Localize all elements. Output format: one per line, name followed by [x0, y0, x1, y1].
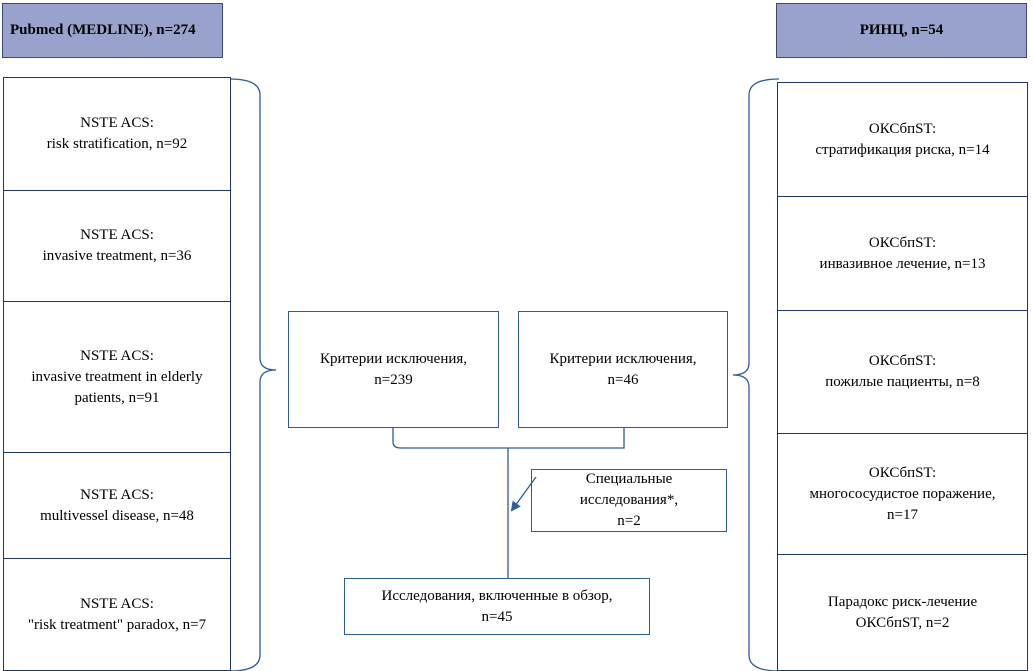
box-line: NSTE ACS:: [80, 115, 154, 131]
box-line: многососудистое поражение,: [809, 485, 996, 502]
box-line: ОКСбпST:: [868, 464, 937, 481]
rinc-box-paradox: Парадокс риск-лечение ОКСбпST, n=2: [777, 554, 1028, 671]
rinc-box-invasive-treatment: ОКСбпST: инвазивное лечение, n=13: [777, 196, 1028, 311]
box-line: ОКСбпST:: [868, 120, 937, 137]
box-line: Парадокс риск-лечение: [827, 593, 978, 610]
right-bracket: [732, 78, 780, 671]
box-line: n=2: [617, 513, 641, 529]
rinc-header: РИНЦ, n=54: [776, 3, 1027, 58]
box-line: Специальные: [585, 471, 673, 487]
box-line: ОКСбпST:: [868, 234, 937, 251]
box-line: n=17: [887, 506, 918, 523]
exclusion-box-pubmed: Критерии исключения, n=239: [288, 311, 499, 428]
box-line: invasive treatment in elderly: [31, 368, 203, 385]
box-line: исследования*,: [579, 492, 679, 508]
box-line: ОКСбпST:: [868, 353, 937, 369]
box-line: инвазивное лечение, n=13: [819, 255, 986, 272]
rinc-box-multivessel: ОКСбпST: многососудистое поражение, n=17: [777, 433, 1028, 555]
box-line: пожилые пациенты, n=8: [825, 374, 980, 390]
special-studies-box: Специальные исследования*, n=2: [531, 469, 727, 532]
box-line: NSTE ACS:: [80, 227, 154, 243]
box-line: ОКСбпST, n=2: [855, 614, 950, 631]
box-line: multivessel disease, n=48: [40, 507, 194, 524]
merge-bracket: [392, 427, 625, 449]
pubmed-box-risk-stratification: NSTE ACS: risk stratification, n=92: [3, 77, 231, 191]
pubmed-header-label: Pubmed (MEDLINE), n=274: [10, 22, 196, 38]
box-line: NSTE ACS:: [80, 347, 154, 364]
rinc-box-risk-stratification: ОКСбпST: стратификация риска, n=14: [777, 82, 1028, 197]
box-line: n=46: [607, 371, 639, 388]
pubmed-box-multivessel: NSTE ACS: multivessel disease, n=48: [3, 452, 231, 559]
exclusion-box-rinc: Критерии исключения, n=46: [518, 311, 728, 428]
box-line: patients, n=91: [74, 389, 160, 406]
box-line: Критерии исключения,: [549, 350, 697, 367]
pubmed-box-invasive-treatment: NSTE ACS: invasive treatment, n=36: [3, 190, 231, 302]
pubmed-box-risk-treatment-paradox: NSTE ACS: "risk treatment" paradox, n=7: [3, 558, 231, 671]
box-line: NSTE ACS:: [80, 595, 154, 612]
rinc-box-elderly: ОКСбпST: пожилые пациенты, n=8: [777, 310, 1028, 434]
box-line: Исследования, включенные в обзор,: [381, 587, 613, 604]
pubmed-box-invasive-elderly: NSTE ACS: invasive treatment in elderly …: [3, 301, 231, 453]
box-line: "risk treatment" paradox, n=7: [27, 616, 207, 633]
box-line: n=239: [374, 371, 413, 388]
box-line: risk stratification, n=92: [46, 136, 188, 152]
pubmed-header: Pubmed (MEDLINE), n=274: [2, 3, 223, 58]
box-line: NSTE ACS:: [80, 486, 154, 503]
box-line: invasive treatment, n=36: [42, 248, 192, 264]
box-line: стратификация риска, n=14: [815, 141, 990, 158]
box-line: Критерии исключения,: [319, 350, 468, 367]
special-arrow: [510, 476, 537, 512]
box-line: n=45: [481, 608, 513, 625]
rinc-header-label: РИНЦ, n=54: [859, 22, 944, 38]
included-studies-box: Исследования, включенные в обзор, n=45: [344, 578, 650, 635]
left-bracket: [229, 78, 277, 671]
